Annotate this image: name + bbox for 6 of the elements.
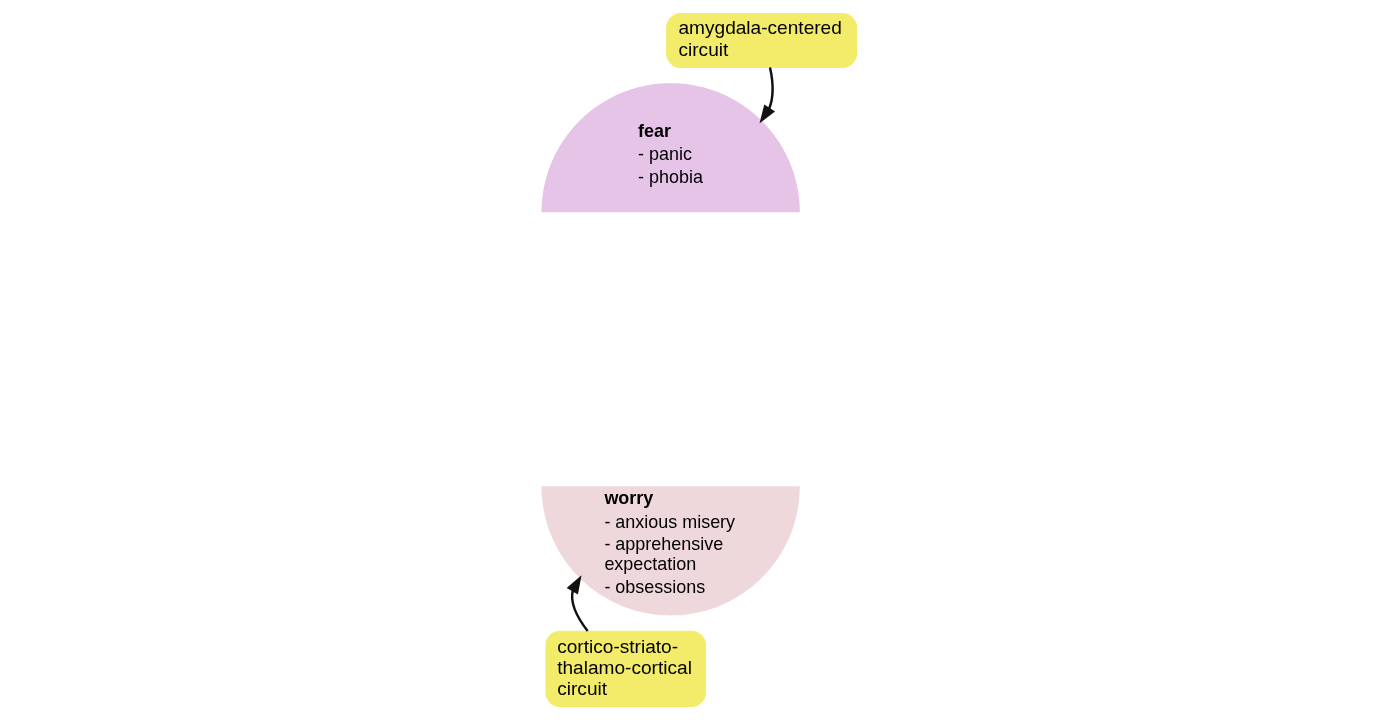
node-ellipse: worry - anxious misery - apprehensive expectation - obsessions xyxy=(541,486,800,616)
node-box: amygdala-centered circuit xyxy=(666,12,858,68)
arrow xyxy=(759,67,776,124)
node-box: cortico-striato-thalamo-cortical circuit xyxy=(545,630,706,707)
node-ellipse: fear - panic - phobia xyxy=(541,83,800,213)
arrow xyxy=(566,575,589,632)
